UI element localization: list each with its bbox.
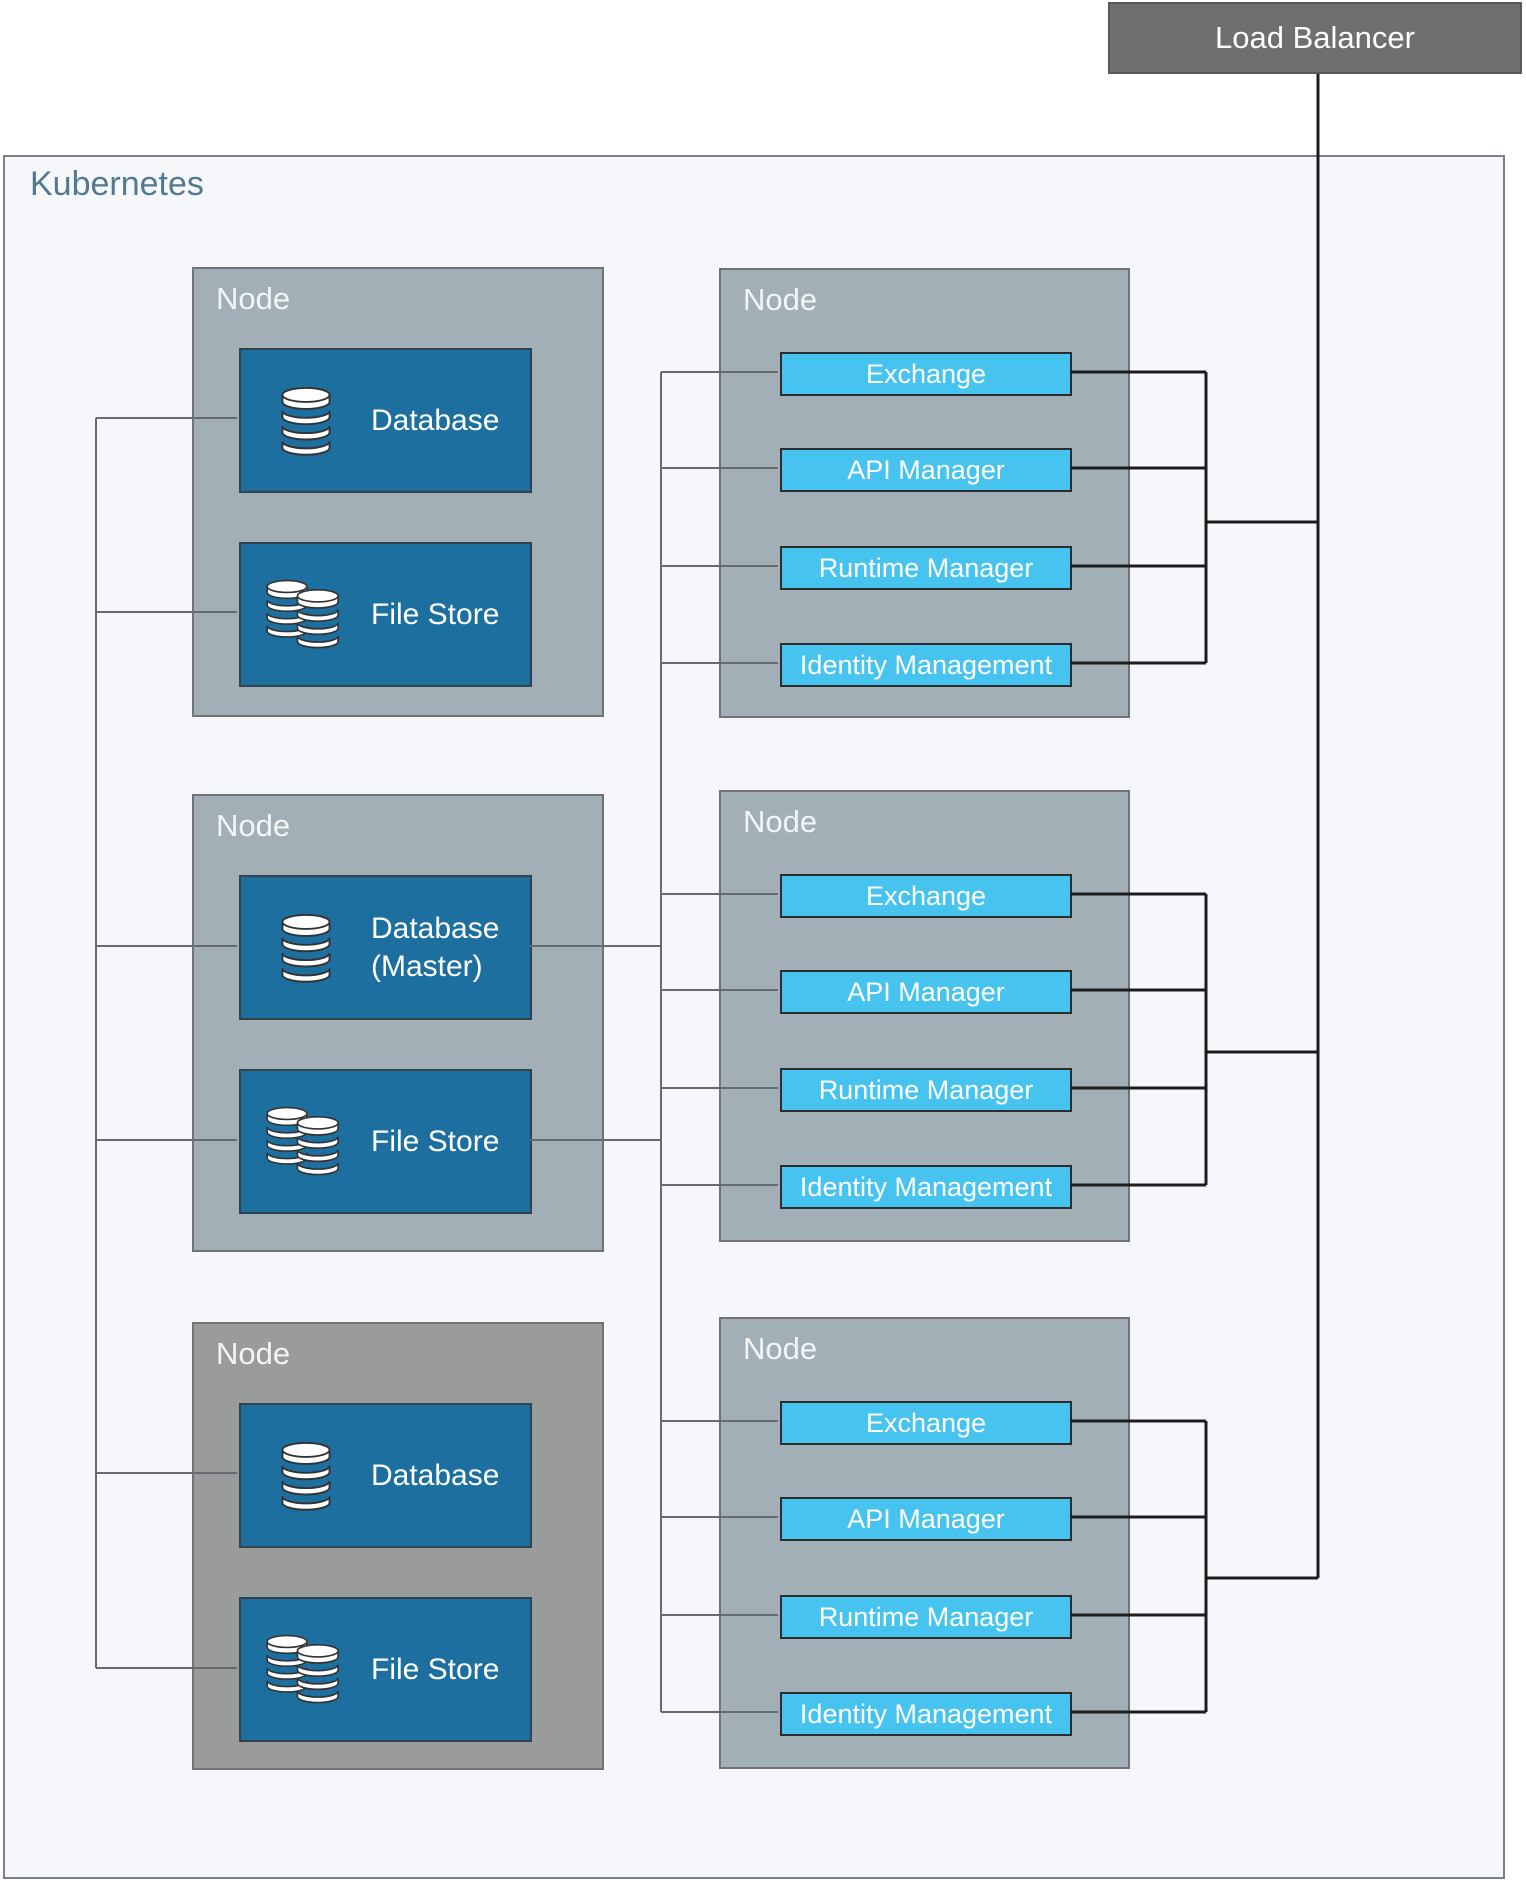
service-label: API Manager bbox=[847, 1503, 1005, 1534]
service-identity-management: Identity Management bbox=[780, 1692, 1072, 1736]
service-identity-management: Identity Management bbox=[780, 643, 1072, 687]
load-balancer-box: Load Balancer bbox=[1108, 2, 1522, 74]
component-label: File Store bbox=[371, 597, 500, 631]
node-left-3: Node Database File Store bbox=[192, 1322, 604, 1770]
service-label: Identity Management bbox=[799, 1171, 1053, 1202]
database-box: Database bbox=[239, 1403, 532, 1548]
database-master-box: Database (Master) bbox=[239, 875, 532, 1020]
service-label: API Manager bbox=[847, 976, 1005, 1007]
file-store-box: File Store bbox=[239, 1597, 532, 1742]
service-exchange: Exchange bbox=[780, 1401, 1072, 1445]
node-label: Node bbox=[743, 282, 818, 317]
component-label: File Store bbox=[371, 1652, 500, 1686]
database-icon bbox=[241, 1441, 371, 1511]
node-right-2: Node Exchange API Manager Runtime Manage… bbox=[719, 790, 1130, 1242]
node-label: Node bbox=[743, 804, 818, 839]
service-label: Runtime Manager bbox=[818, 552, 1034, 583]
file-store-icon bbox=[241, 1106, 371, 1178]
node-label: Node bbox=[216, 281, 291, 316]
node-right-1: Node Exchange API Manager Runtime Manage… bbox=[719, 268, 1130, 718]
node-right-3: Node Exchange API Manager Runtime Manage… bbox=[719, 1317, 1130, 1769]
file-store-box: File Store bbox=[239, 542, 532, 687]
service-label: Exchange bbox=[865, 358, 987, 389]
service-api-manager: API Manager bbox=[780, 1497, 1072, 1541]
service-runtime-manager: Runtime Manager bbox=[780, 1595, 1072, 1639]
service-exchange: Exchange bbox=[780, 874, 1072, 918]
component-label: Database bbox=[371, 912, 500, 945]
node-label: Node bbox=[743, 1331, 818, 1366]
service-api-manager: API Manager bbox=[780, 448, 1072, 492]
service-exchange: Exchange bbox=[780, 352, 1072, 396]
component-label: Database bbox=[371, 1458, 500, 1492]
service-label: API Manager bbox=[847, 454, 1005, 485]
database-box: Database bbox=[239, 348, 532, 493]
service-api-manager: API Manager bbox=[780, 970, 1072, 1014]
database-icon bbox=[241, 913, 371, 983]
file-store-box: File Store bbox=[239, 1069, 532, 1214]
component-label-line2: (Master) bbox=[371, 949, 483, 983]
node-label: Node bbox=[216, 1336, 291, 1371]
service-label: Runtime Manager bbox=[818, 1601, 1034, 1632]
service-label: Exchange bbox=[865, 880, 987, 911]
kubernetes-label: Kubernetes bbox=[30, 165, 204, 203]
node-label: Node bbox=[216, 808, 291, 843]
service-identity-management: Identity Management bbox=[780, 1165, 1072, 1209]
service-runtime-manager: Runtime Manager bbox=[780, 1068, 1072, 1112]
database-icon bbox=[241, 386, 371, 456]
component-label: File Store bbox=[371, 1124, 500, 1158]
file-store-icon bbox=[241, 1634, 371, 1706]
component-label: Database bbox=[371, 403, 500, 437]
file-store-icon bbox=[241, 579, 371, 651]
load-balancer-label: Load Balancer bbox=[1215, 20, 1415, 55]
service-label: Exchange bbox=[865, 1407, 987, 1438]
service-label: Runtime Manager bbox=[818, 1074, 1034, 1105]
service-label: Identity Management bbox=[799, 649, 1053, 680]
node-left-2: Node Database (Master) File Store bbox=[192, 794, 604, 1252]
node-left-1: Node Database File Store bbox=[192, 267, 604, 717]
service-label: Identity Management bbox=[799, 1698, 1053, 1729]
service-runtime-manager: Runtime Manager bbox=[780, 546, 1072, 590]
